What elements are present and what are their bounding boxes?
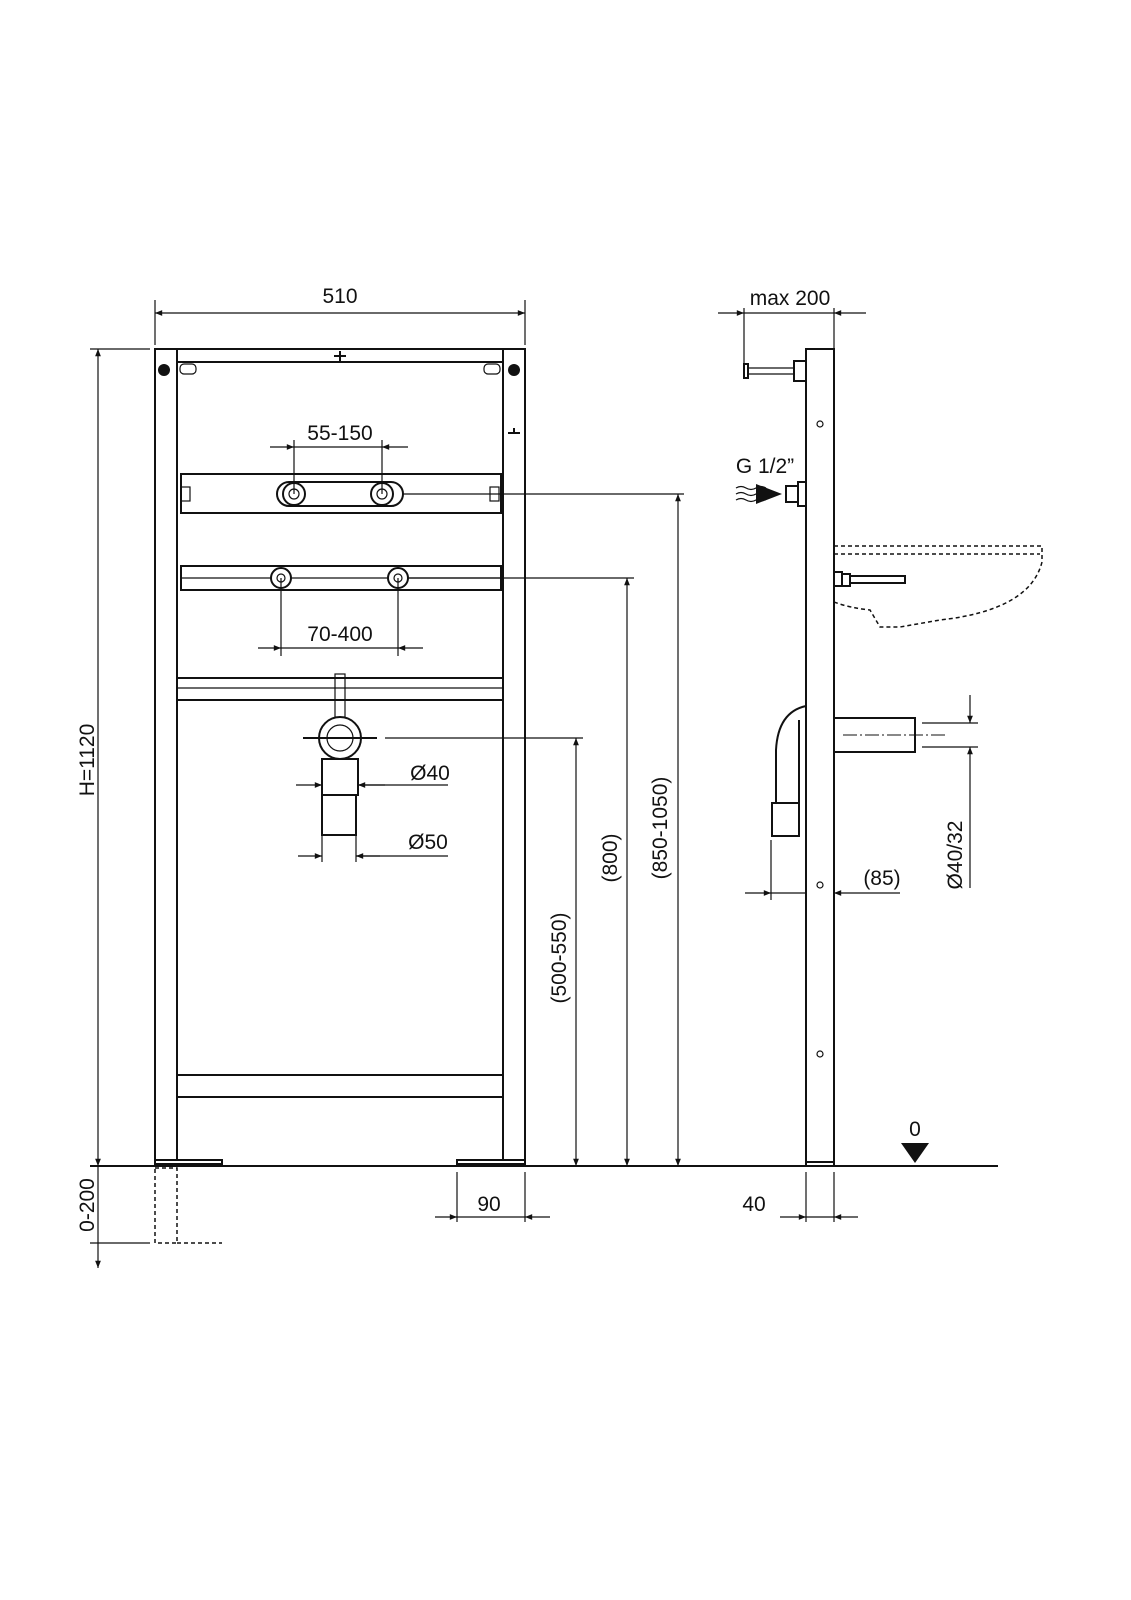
front-dimensions: 510 H=1120 0-200 55-150 70-400 Ø40 Ø50 (…: [76, 285, 684, 1269]
top-rail: [176, 348, 504, 363]
drain-height-dimension: (500-550): [548, 912, 571, 1003]
leg-adjust-dimension: 0-200: [76, 1178, 99, 1232]
basin-outline: [833, 545, 1043, 628]
height-dimension: H=1120: [76, 724, 99, 797]
mount-hole-icon: [508, 364, 520, 376]
side-post: [805, 348, 835, 1163]
left-foot: [154, 1159, 223, 1165]
right-post: [502, 348, 526, 1161]
trap-offset-dimension: (85): [863, 867, 900, 890]
foot-dimension: 90: [477, 1193, 500, 1216]
supply-arrow-icon: [756, 484, 782, 504]
width-dimension: 510: [322, 285, 357, 308]
floor-level-label: 0: [909, 1118, 921, 1141]
tap-spacing-dimension: 55-150: [307, 422, 372, 445]
drain-rail: [176, 677, 504, 701]
mount-hole-icon: [158, 364, 170, 376]
tap-depth-dimension: max 200: [750, 287, 831, 310]
depth-dimension: 40: [742, 1193, 765, 1216]
trap-elbow: [775, 705, 807, 803]
bottom-rail: [176, 1074, 504, 1098]
basin-height-dimension: (800): [599, 833, 622, 882]
tap-height-dimension: (850-1050): [649, 777, 672, 880]
supply-thread-label: G 1/2”: [736, 455, 794, 478]
front-view: [154, 348, 526, 1244]
supply-fitting: [785, 485, 799, 503]
basin-bolt: [849, 575, 906, 584]
extended-leg: [154, 1167, 178, 1244]
drain-pipe-dimension: Ø40/32: [944, 821, 967, 890]
tap-stem: [793, 360, 807, 382]
right-foot: [456, 1159, 526, 1165]
bracket-spacing-dimension: 70-400: [307, 623, 372, 646]
drain-d50-dimension: Ø50: [408, 831, 448, 854]
drain-pipe: [321, 758, 359, 796]
floor-level-marker-icon: [901, 1143, 929, 1163]
drain-d40-dimension: Ø40: [410, 762, 450, 785]
left-post: [154, 348, 178, 1161]
side-view: G 1/2” max 200 Ø40/32 (85) 40: [718, 287, 1043, 1222]
